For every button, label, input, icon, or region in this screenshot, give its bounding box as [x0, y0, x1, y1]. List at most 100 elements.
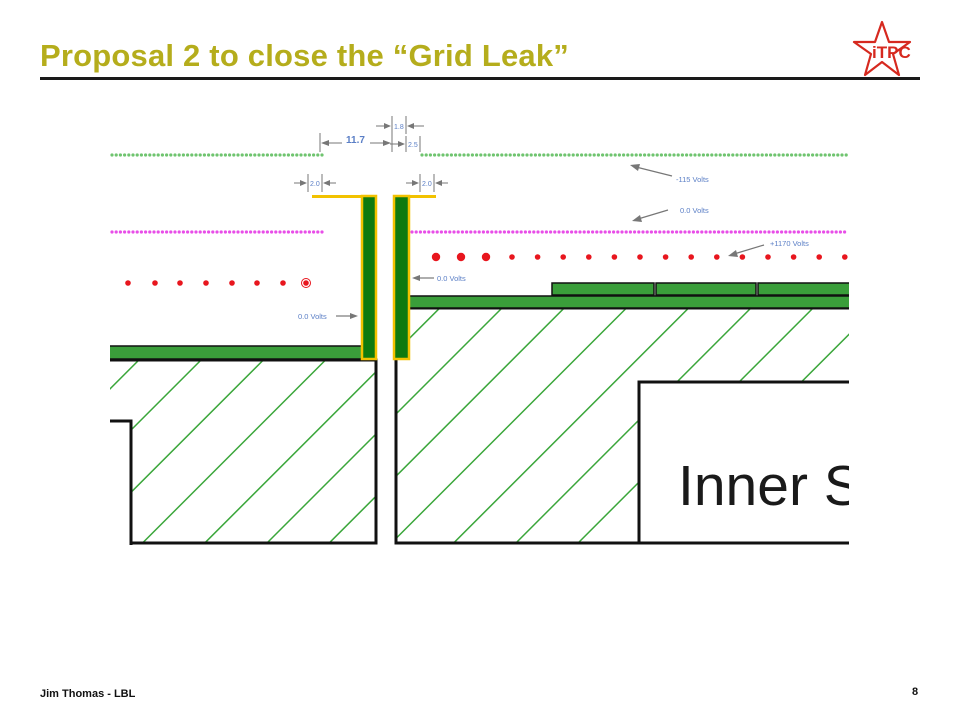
wire-dot	[785, 153, 790, 157]
right-offset-dimension	[390, 136, 421, 152]
wire-dot	[177, 230, 181, 234]
wire-dot	[194, 153, 198, 157]
wire-dot	[502, 230, 506, 234]
wire-dot	[414, 230, 418, 234]
wire-dot	[265, 230, 269, 234]
wire-dot	[637, 230, 641, 234]
wire-dot	[114, 153, 118, 157]
right-offset-label: 2.5	[408, 142, 418, 149]
wire-dot	[282, 230, 286, 234]
wire-dot	[274, 153, 278, 157]
wire-dot	[693, 153, 697, 157]
left-width-label: 2.0	[310, 181, 320, 188]
wire-dot	[420, 153, 424, 157]
wire-dot	[118, 153, 122, 157]
wire-dot	[806, 153, 811, 157]
wire-dot	[286, 153, 290, 157]
wire-dot	[444, 230, 448, 234]
wire-dot	[634, 153, 638, 157]
wire-dot	[675, 230, 679, 234]
wire-dot	[228, 230, 232, 234]
wire-dot	[215, 153, 219, 157]
anode-wires	[125, 252, 848, 288]
wire-dot	[822, 230, 826, 234]
wire-dot	[588, 153, 592, 157]
wire-dot	[427, 230, 431, 234]
wire-dot	[144, 153, 148, 157]
wire-dot	[819, 153, 823, 157]
wire-dot	[792, 230, 796, 234]
wire-dot	[599, 230, 603, 234]
wire-dot	[616, 230, 620, 234]
wire-dot	[601, 153, 605, 157]
wire-dot	[244, 153, 248, 157]
wire-dot	[487, 153, 491, 157]
wire-dot	[439, 230, 443, 234]
wire-dot	[500, 153, 504, 157]
wire-dot	[743, 153, 748, 157]
wire-dot	[607, 230, 612, 234]
ground-grid-wires	[110, 230, 847, 234]
wire-dot	[739, 254, 746, 260]
wire-dot	[144, 230, 148, 234]
wire-dot	[794, 153, 798, 157]
wire-dot	[574, 230, 578, 234]
wire-dot	[580, 153, 584, 157]
wire-dot	[823, 153, 827, 157]
wire-dot	[428, 153, 432, 157]
wire-dot	[139, 153, 143, 157]
wire-dot	[257, 153, 261, 157]
wire-dot	[733, 230, 738, 234]
wire-dot	[802, 153, 806, 157]
wire-dot	[617, 153, 622, 157]
wire-dot	[830, 230, 834, 234]
itpc-logo: iTPC	[852, 20, 912, 77]
wire-dot	[561, 230, 565, 234]
wire-dot	[731, 153, 735, 157]
wire-dot	[570, 230, 574, 234]
wire-dot	[465, 230, 469, 234]
wire-dot	[549, 230, 553, 234]
wire-dot	[261, 153, 265, 157]
wire-dot	[721, 230, 725, 234]
wire-dot	[198, 230, 202, 234]
wire-dot	[780, 230, 784, 234]
wire-dot	[418, 230, 422, 234]
wire-dot	[668, 153, 672, 157]
wire-dot	[611, 254, 618, 260]
wire-dot	[118, 230, 122, 234]
wire-dot	[249, 230, 253, 234]
top-offset-label: 1.8	[394, 124, 404, 131]
wire-dot	[748, 153, 752, 157]
wire-dot	[759, 230, 763, 234]
wire-dot	[633, 230, 637, 234]
wire-dot	[460, 230, 464, 234]
wire-dot	[186, 153, 190, 157]
wire-dot	[219, 230, 223, 234]
wire-dot	[563, 153, 567, 157]
wire-dot	[764, 153, 769, 157]
wire-dot	[496, 153, 500, 157]
wire-dot	[312, 230, 316, 234]
wire-dot	[452, 230, 456, 234]
wire-dot	[801, 230, 805, 234]
wire-dot	[303, 153, 307, 157]
wire-dot	[491, 153, 495, 157]
anode-voltage-label: +1170 Volts	[770, 239, 809, 248]
wire-dot	[110, 230, 114, 234]
gap-dimension-label: 11.7	[346, 135, 365, 146]
wire-dot	[219, 153, 223, 157]
wire-dot	[456, 230, 460, 234]
wire-dot	[603, 230, 607, 234]
wire-dot	[291, 230, 295, 234]
wire-dot	[274, 230, 278, 234]
wire-dot	[299, 230, 303, 234]
wire-dot	[473, 230, 477, 234]
wire-dot	[253, 153, 257, 157]
wire-dot	[303, 230, 307, 234]
wire-dot	[840, 153, 844, 157]
wire-dot	[131, 153, 135, 157]
wire-dot	[624, 230, 628, 234]
wire-dot	[223, 230, 227, 234]
wire-dot	[177, 280, 183, 286]
